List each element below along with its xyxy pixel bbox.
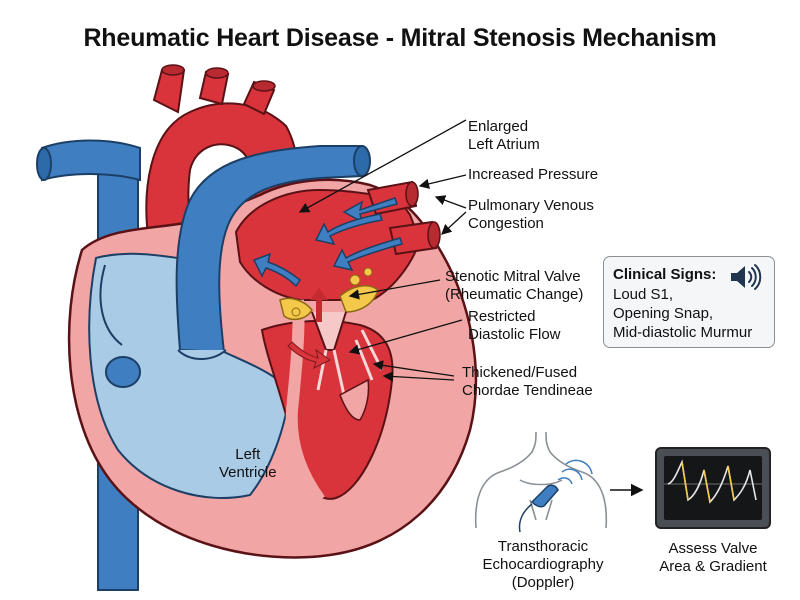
valve-jet-arrow — [310, 288, 328, 322]
speaker-sound-icon — [731, 264, 762, 290]
clinical-sign-item: Opening Snap, — [613, 305, 714, 322]
blood-flow-arrows — [252, 197, 403, 288]
pulmonary-artery — [175, 145, 363, 354]
label-left-ventricle: Left Ventricle — [219, 446, 277, 481]
assess-caption: Assess Valve Area & Gradient — [659, 540, 767, 575]
label-thickened-chordae: Thickened/Fused Chordae Tendineae — [462, 364, 593, 399]
label-increased-pressure: Increased Pressure — [468, 166, 599, 183]
label-restricted-diastolic-flow: Restricted Diastolic Flow — [468, 308, 561, 343]
patient-torso-icon — [474, 431, 608, 529]
label-stenotic-mitral-valve: Stenotic Mitral Valve (Rheumatic Change) — [445, 268, 584, 303]
clinical-sign-item: Mid-diastolic Murmur — [613, 324, 753, 341]
doppler-monitor-icon — [655, 447, 771, 529]
restricted-flow-arrow — [287, 341, 331, 369]
ultrasound-transducer-icon — [518, 459, 593, 533]
papillary-muscle — [339, 378, 370, 421]
echo-caption: Transthoracic Echocardiography (Doppler) — [482, 538, 604, 591]
coronary-sinus-opening — [105, 356, 141, 388]
label-enlarged-left-atrium: Enlarged Left Atrium — [468, 118, 540, 154]
clinical-signs-box: Clinical Signs: Loud S1, Opening Snap, M… — [603, 256, 775, 348]
label-pulmonary-venous-congestion: Pulmonary Venous Congestion — [468, 197, 594, 232]
clinical-signs-list: Loud S1, Opening Snap, Mid-diastolic Mur… — [613, 285, 752, 342]
interventricular-septum — [285, 299, 325, 504]
clinical-sign-item: Loud S1, — [613, 286, 674, 303]
clinical-signs-title: Clinical Signs: — [613, 266, 717, 283]
label-enlarged-left-atrium-text: Enlarged Left Atrium — [468, 118, 540, 153]
page-title: Rheumatic Heart Disease - Mitral Stenosi… — [83, 24, 717, 52]
leader-lines — [298, 119, 467, 382]
